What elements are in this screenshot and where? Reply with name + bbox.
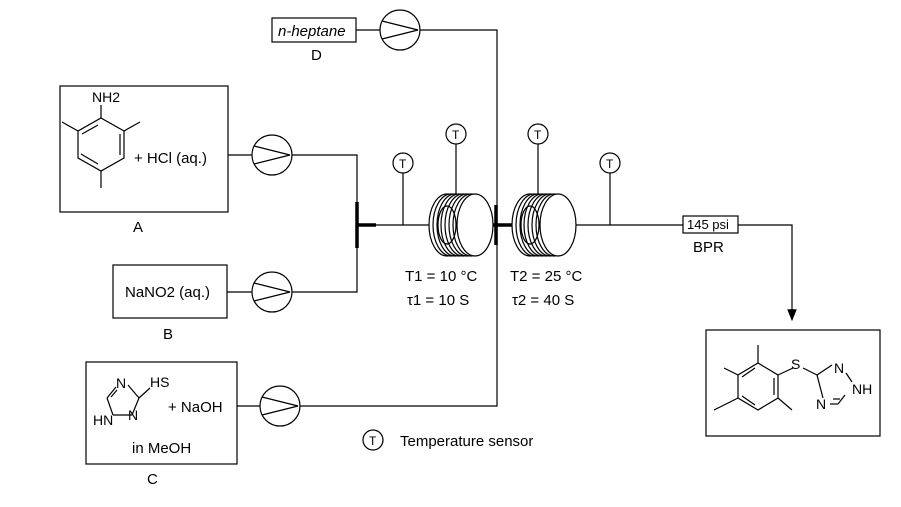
- reagent-b-label: NaNO2 (aq.): [125, 284, 210, 301]
- reactor-coil-2: [511, 193, 577, 257]
- reagent-b: NaNO2 (aq.) B: [112, 264, 228, 343]
- legend-sensor-icon: [362, 429, 384, 451]
- back-pressure-regulator: 145 psi BPR: [682, 215, 739, 256]
- reagent-c-box: [85, 361, 238, 465]
- product-n2-label: N: [816, 396, 826, 412]
- amine-group-label: NH2: [92, 89, 120, 105]
- triazole-nh-label: HN: [93, 412, 113, 428]
- legend-sensor-symbol: T: [369, 434, 377, 448]
- sensor-1-symbol: T: [399, 157, 407, 171]
- reagent-d-letter: D: [311, 47, 322, 64]
- temperature-sensor-2: T: [445, 123, 467, 194]
- pump-d: [379, 9, 421, 51]
- product-nh-label: NH: [852, 381, 872, 397]
- reactor-2-residence-time: τ2 = 40 S: [512, 292, 574, 309]
- product-box: [705, 329, 881, 437]
- product-s-label: S: [791, 356, 800, 372]
- thiol-label: HS: [150, 374, 169, 390]
- triazole-n2-label: N: [128, 407, 138, 423]
- reagent-d-label: n-heptane: [278, 23, 346, 40]
- bpr-pressure: 145 psi: [687, 217, 729, 232]
- temperature-sensor-4: T: [599, 152, 621, 225]
- temperature-sensor-1: T: [392, 152, 414, 225]
- legend: T Temperature sensor: [362, 429, 533, 451]
- pump-a: [251, 134, 293, 176]
- reagent-a-letter: A: [133, 219, 143, 236]
- triazole-n-label: N: [116, 375, 126, 391]
- reagent-c-plus-label: + NaOH: [168, 399, 223, 416]
- mixer-1: [355, 202, 376, 248]
- reagent-a: NH2 + HCl (aq.) A: [59, 85, 229, 236]
- legend-text: Temperature sensor: [400, 433, 533, 450]
- reagent-c: N HS HN N + NaOH in MeOH C: [85, 361, 238, 488]
- pump-c: [259, 385, 301, 427]
- triazole-thiol-structure: [106, 384, 151, 416]
- bpr-label: BPR: [693, 239, 724, 256]
- reagent-a-box: [59, 85, 229, 213]
- product: S N NH N: [705, 329, 881, 437]
- sensor-4-symbol: T: [606, 157, 614, 171]
- temperature-sensor-3: T: [527, 123, 549, 194]
- mesitylamine-structure: [61, 105, 141, 188]
- reagent-b-letter: B: [163, 326, 173, 343]
- reactor-2-temperature: T2 = 25 °C: [510, 268, 582, 285]
- reactor-1-residence-time: τ1 = 10 S: [407, 292, 469, 309]
- reagent-c-solvent-label: in MeOH: [132, 440, 191, 457]
- reagent-d: n-heptane D: [271, 17, 357, 64]
- product-structure: [713, 345, 853, 411]
- sensor-2-symbol: T: [452, 128, 460, 142]
- reactor-1-temperature: T1 = 10 °C: [405, 268, 477, 285]
- sensor-3-symbol: T: [534, 128, 542, 142]
- bpr-box: [682, 215, 739, 234]
- reagent-a-plus-label: + HCl (aq.): [134, 150, 207, 167]
- pump-b: [251, 271, 293, 313]
- reactor-coil-1: [428, 193, 494, 257]
- product-n-label: N: [834, 360, 844, 376]
- reagent-c-letter: C: [147, 471, 158, 488]
